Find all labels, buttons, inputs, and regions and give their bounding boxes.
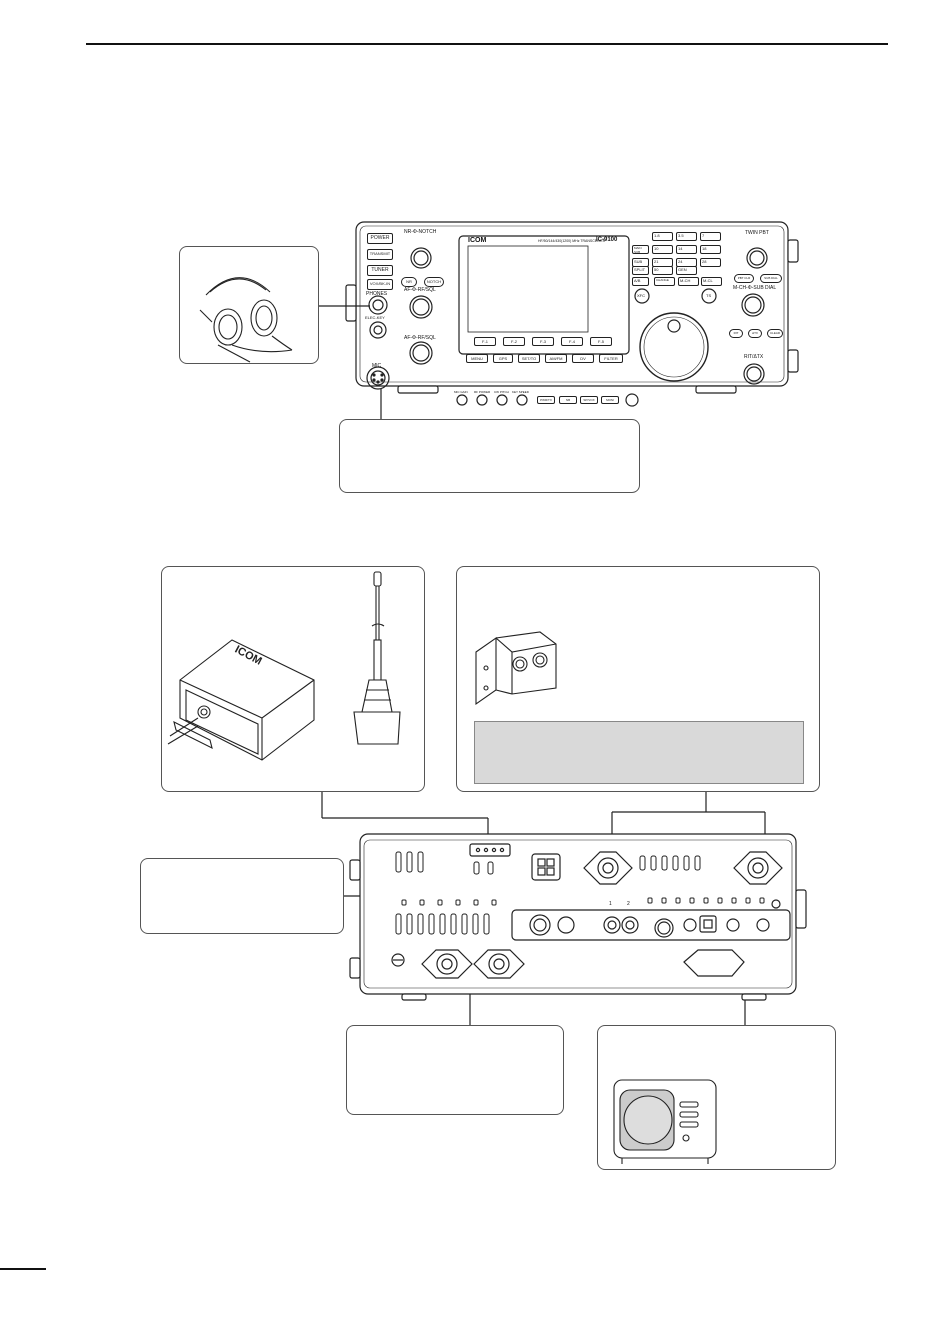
- antenna-bracket-icon: [475, 631, 557, 706]
- nr-button[interactable]: NR: [401, 277, 417, 287]
- antenna-tuner-icon: ICOM: [167, 639, 315, 761]
- am-fm-button[interactable]: AM/FM: [545, 354, 567, 363]
- sub-dial-label: M-CH-Φ-SUB DIAL: [733, 285, 777, 291]
- set-to-button[interactable]: SET/TO: [518, 354, 540, 363]
- vhf-uhf-antenna-callout: [346, 1025, 564, 1115]
- power-button[interactable]: POWER: [367, 233, 393, 244]
- external-speaker-icon: [613, 1079, 717, 1164]
- tuner-button[interactable]: TUNER: [367, 265, 393, 276]
- vox-button[interactable]: VOX/BK-IN: [367, 279, 393, 290]
- antenna-note-shade: [474, 721, 804, 784]
- f4-key[interactable]: F-4: [561, 337, 583, 346]
- front-panel-illustration: [345, 221, 799, 407]
- band-key-gen[interactable]: GEN: [676, 266, 697, 275]
- radio-model: IC-9100: [596, 237, 618, 243]
- band-key-1-8[interactable]: 1.8: [652, 232, 673, 241]
- moni-button[interactable]: MONI: [601, 396, 619, 404]
- cw-pitch-label: CW PITCH: [494, 390, 509, 394]
- rear-port-mark-1: 1: [609, 901, 612, 907]
- f3-key[interactable]: F-3: [532, 337, 554, 346]
- change-key[interactable]: CHANGE: [654, 277, 675, 286]
- headphones-icon: [199, 277, 293, 363]
- mic-jack-label: MIC: [372, 363, 382, 369]
- twin-pbt-label: TWIN PBT: [745, 230, 769, 236]
- band-key-28[interactable]: 28: [700, 258, 721, 267]
- rf-power-label: RF POWER: [474, 390, 491, 394]
- sub-af-rf-label: AF-Φ-RF/SQL: [404, 335, 436, 341]
- f1-key[interactable]: F-1: [474, 337, 496, 346]
- clear-button[interactable]: CLEAR: [767, 329, 783, 338]
- band-key-7[interactable]: 7: [700, 232, 721, 241]
- elec-key-jack-label: ELEC-KEY: [365, 315, 385, 320]
- key-speed-label: KEY SPEED: [512, 390, 529, 394]
- rear-panel-illustration: [349, 833, 807, 1001]
- dv-button[interactable]: DV: [572, 354, 594, 363]
- m-cl-key[interactable]: M-CL: [701, 277, 722, 286]
- pwr-tx-button[interactable]: PWR/TX: [537, 396, 555, 404]
- external-device-callout: [140, 858, 344, 934]
- radio-subtitle: HF/50/144/430(1200) MHz TRANSCEIVER: [538, 239, 606, 243]
- main-sub-key[interactable]: MAIN SUB: [632, 245, 649, 254]
- microphone-callout: [339, 419, 640, 493]
- split-key[interactable]: SPLIT: [632, 266, 649, 275]
- band-key-18[interactable]: 18: [700, 245, 721, 254]
- rit-label: RIT/ΔTX: [744, 354, 764, 360]
- sp-vox-button[interactable]: SP/VOX: [580, 396, 598, 404]
- pbt-clr-button[interactable]: PBT CLR: [734, 274, 754, 283]
- transmit-button[interactable]: TRANSMIT: [367, 249, 393, 260]
- filter-button[interactable]: FILTER: [599, 354, 623, 363]
- nr-notch-knob-label: NR-Φ-NOTCH: [404, 229, 437, 235]
- gps-button[interactable]: GPS: [493, 354, 513, 363]
- rit-button[interactable]: RIT: [729, 329, 743, 338]
- band-key-14[interactable]: 14: [676, 245, 697, 254]
- whip-antenna-icon: [353, 571, 401, 745]
- band-key-3-5[interactable]: 3.5: [676, 232, 697, 241]
- ts-label: TS: [706, 293, 712, 298]
- page-number-mark: [0, 1268, 46, 1270]
- main-af-rf-label: AF-Φ-RF/SQL: [404, 287, 436, 293]
- m-ch-key[interactable]: M-CH: [678, 277, 699, 286]
- rear-port-mark-2: 2: [627, 901, 630, 907]
- phones-jack-label: PHONES: [366, 291, 388, 297]
- rear-vents: [395, 851, 765, 935]
- band-key-50[interactable]: 50: [652, 266, 673, 275]
- brand-logo: ICOM: [468, 237, 487, 244]
- menu-button[interactable]: MENU: [466, 354, 488, 363]
- f2-key[interactable]: F-2: [503, 337, 525, 346]
- xfc-label: XFC: [637, 293, 645, 298]
- notch-button[interactable]: NOTCH: [424, 277, 444, 287]
- sub-dial-button[interactable]: SUB DIAL: [760, 274, 782, 283]
- f5-key[interactable]: F-5: [590, 337, 612, 346]
- band-key-10[interactable]: 10: [652, 245, 673, 254]
- ab-key[interactable]: A/B: [632, 277, 649, 286]
- nb-button[interactable]: NB: [559, 396, 577, 404]
- headphones-callout: [179, 246, 319, 364]
- header-rule: [86, 43, 888, 45]
- delta-tx-button[interactable]: ΔTX: [748, 329, 762, 338]
- mic-gain-label: MIC GAIN: [454, 390, 468, 394]
